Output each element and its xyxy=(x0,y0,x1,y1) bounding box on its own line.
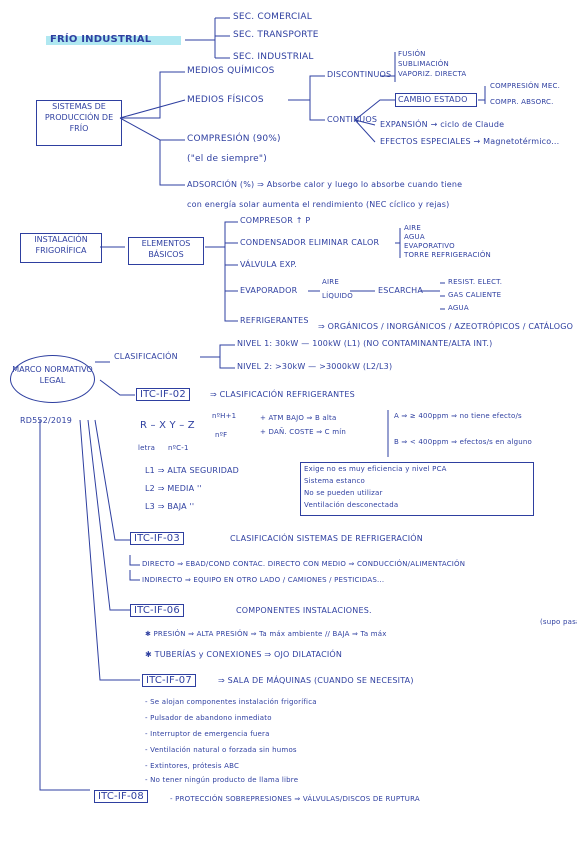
valvula-exp: VÁLVULA EXP. xyxy=(240,260,298,269)
formula-note: + ATM BAJO ⇒ B alta xyxy=(260,414,337,422)
itc-08-desc: - PROTECCIÓN SOBREPRESIONES ⇒ VÁLVULAS/D… xyxy=(170,795,420,803)
sala-item: - Extintores, prótesis ABC xyxy=(145,762,240,770)
cond-item: TORRE REFRIGERACIÓN xyxy=(404,251,491,259)
formula-sub: nºH+1 xyxy=(212,412,237,420)
compresion: COMPRESIÓN (90%) xyxy=(187,134,281,144)
tuberias: ✱ TUBERÍAS y CONEXIONES ⇒ OJO DILATACIÓN xyxy=(145,650,343,659)
disc-item: SUBLIMACIÓN xyxy=(398,60,449,68)
presion: ✱ PRESIÓN ⇒ ALTA PRESIÓN ⇒ Ta máx ambien… xyxy=(145,630,387,638)
medios-fisicos: MEDIOS FÍSICOS xyxy=(187,95,264,105)
evaporador: EVAPORADOR xyxy=(240,286,298,295)
nivel-2: NIVEL 2: >30kW — >3000kW (L2/L3) xyxy=(237,362,393,371)
cambio-estado: CAMBIO ESTADO xyxy=(398,95,468,104)
presion-note: (supo pasar) xyxy=(540,618,577,626)
sala-item: - Se alojan componentes instalación frig… xyxy=(145,698,317,706)
sala-item: - No tener ningún producto de llama libr… xyxy=(145,776,299,784)
disc-item: FUSIÓN xyxy=(398,50,426,58)
sala-item: - Interruptor de emergencia fuera xyxy=(145,730,270,738)
formula-note: + DAÑ. COSTE ⇒ C mín xyxy=(260,428,347,436)
indirecto: INDIRECTO ⇒ EQUIPO EN OTRO LADO / CAMION… xyxy=(142,576,385,584)
disc-item: VAPORIZ. DIRECTA xyxy=(398,70,467,78)
escarcha-item: AGUA xyxy=(448,304,469,312)
nivel-1: NIVEL 1: 30kW — 100kW (L1) (NO CONTAMINA… xyxy=(237,339,493,348)
cond-item: AIRE xyxy=(404,224,421,232)
compr-absorc: COMPR. ABSORC. xyxy=(490,98,554,106)
itc-03: ITC-IF-03 xyxy=(130,532,184,545)
evap-item: AIRE xyxy=(322,278,339,286)
escarcha-item: GAS CALIENTE xyxy=(448,291,502,299)
evap-item: LÍQUIDO xyxy=(322,292,353,300)
medios-quimicos: MEDIOS QUÍMICOS xyxy=(187,66,275,76)
marco-box: MARCO NORMATIVO LEGAL xyxy=(10,355,95,403)
itc-08: ITC-IF-08 xyxy=(94,790,148,803)
discontinuos: DISCONTINUOS xyxy=(327,70,392,79)
elementos-box: ELEMENTOS BÁSICOS xyxy=(128,237,204,265)
b-line: B ⇒ < 400ppm ⇒ efectos/s en alguno xyxy=(394,438,533,446)
continuos: CONTINUOS xyxy=(327,115,378,124)
rd-code: RD552/2019 xyxy=(20,416,73,425)
compresion-mec: COMPRESIÓN MEC. xyxy=(490,82,560,90)
itc-02: ITC-IF-02 xyxy=(136,388,190,401)
escarcha: ESCARCHA xyxy=(378,286,424,295)
l-line: L1 ⇒ ALTA SEGURIDAD xyxy=(145,466,240,475)
compresor: COMPRESOR ↑ P xyxy=(240,216,311,225)
formula-sub: nºF xyxy=(215,431,228,439)
itc-07-desc: ⇒ SALA DE MÁQUINAS (CUANDO SE NECESITA) xyxy=(218,676,414,685)
clasificacion: CLASIFICACIÓN xyxy=(114,352,178,361)
l-note: Sistema estanco xyxy=(304,477,365,485)
l-note: Ventilación desconectada xyxy=(304,501,399,509)
l-note: Exige no es muy eficiencia y nivel PCA xyxy=(304,465,447,473)
sector-item: SEC. INDUSTRIAL xyxy=(233,52,314,62)
l-note: No se pueden utilizar xyxy=(304,489,383,497)
sector-item: SEC. TRANSPORTE xyxy=(233,30,319,40)
sala-item: - Ventilación natural o forzada sin humo… xyxy=(145,746,297,754)
page-title: FRÍO INDUSTRIAL xyxy=(50,34,152,45)
itc-07: ITC-IF-07 xyxy=(142,674,196,687)
compresion-note: ("el de siempre") xyxy=(187,154,267,164)
l-line: L3 ⇒ BAJA '' xyxy=(145,502,195,511)
formula-sub: letra xyxy=(138,444,156,452)
sala-item: - Pulsador de abandono inmediato xyxy=(145,714,272,722)
adsorcion: ADSORCIÓN (%) ⇒ Absorbe calor y luego lo… xyxy=(187,180,463,189)
itc-06-desc: COMPONENTES INSTALACIONES. xyxy=(236,606,372,615)
condensador: CONDENSADOR ELIMINAR CALOR xyxy=(240,238,380,247)
refrigerantes: REFRIGERANTES xyxy=(240,316,309,325)
adsorcion-note: con energía solar aumenta el rendimiento… xyxy=(187,200,450,209)
efectos-especiales: EFECTOS ESPECIALES → Magnetotérmico... xyxy=(380,137,560,146)
itc-02-desc: ⇒ CLASIFICACIÓN REFRIGERANTES xyxy=(210,390,355,399)
refrigerantes-types: ⇒ ORGÁNICOS / INORGÁNICOS / AZEOTRÓPICOS… xyxy=(318,322,574,331)
formula-sub: nºC-1 xyxy=(168,444,189,452)
instalacion-box: INSTALACIÓN FRIGORÍFICA xyxy=(20,233,102,263)
directo: DIRECTO ⇒ EBAD/COND CONTAC. DIRECTO CON … xyxy=(142,560,466,568)
sector-item: SEC. COMERCIAL xyxy=(233,12,312,22)
cond-item: AGUA xyxy=(404,233,425,241)
refrig-formula: R – X Y – Z xyxy=(140,420,195,431)
itc-03-desc: CLASIFICACIÓN SISTEMAS DE REFRIGERACIÓN xyxy=(230,534,423,543)
itc-06: ITC-IF-06 xyxy=(130,604,184,617)
escarcha-item: RESIST. ELECT. xyxy=(448,278,503,286)
expansion: EXPANSIÓN → ciclo de Claude xyxy=(380,120,505,129)
l-line: L2 ⇒ MEDIA '' xyxy=(145,484,202,493)
a-line: A ⇒ ≥ 400ppm ⇒ no tiene efecto/s xyxy=(394,412,522,420)
sistemas-box: SISTEMAS DE PRODUCCIÓN DE FRÍO xyxy=(36,100,122,146)
cond-item: EVAPORATIVO xyxy=(404,242,455,250)
